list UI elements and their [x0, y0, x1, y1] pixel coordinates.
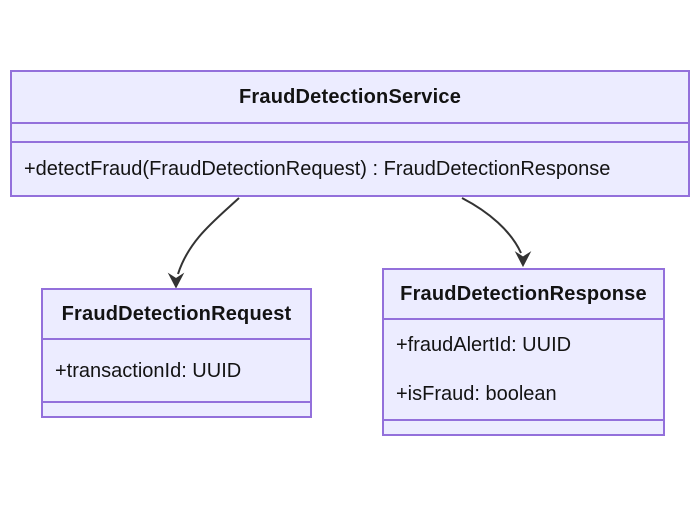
class-attributes-section: +fraudAlertId: UUID +isFraud: boolean [384, 318, 663, 419]
class-title: FraudDetectionRequest [61, 302, 292, 325]
class-node-fraud-detection-service: FraudDetectionService +detectFraud(Fraud… [10, 70, 690, 197]
class-method: +detectFraud(FraudDetectionRequest) : Fr… [24, 158, 611, 180]
class-methods-section [384, 419, 663, 434]
class-title: FraudDetectionResponse [400, 282, 647, 305]
class-attributes-section: +transactionId: UUID [43, 338, 310, 401]
class-node-fraud-detection-request: FraudDetectionRequest +transactionId: UU… [41, 288, 312, 418]
class-methods-section [43, 401, 310, 416]
class-attribute: +transactionId: UUID [55, 359, 242, 382]
class-methods-section: +detectFraud(FraudDetectionRequest) : Fr… [12, 141, 688, 195]
edge-service-to-request [167, 197, 240, 289]
class-attribute: +isFraud: boolean [396, 383, 557, 406]
arrowhead-response-icon [514, 251, 532, 268]
edge-service-to-response [461, 197, 532, 268]
class-attribute: +fraudAlertId: UUID [396, 333, 572, 356]
arrowhead-request-icon [167, 272, 185, 289]
class-node-fraud-detection-response: FraudDetectionResponse +fraudAlertId: UU… [382, 268, 665, 436]
class-attributes-section [12, 122, 688, 141]
class-title: FraudDetectionService [238, 85, 462, 108]
